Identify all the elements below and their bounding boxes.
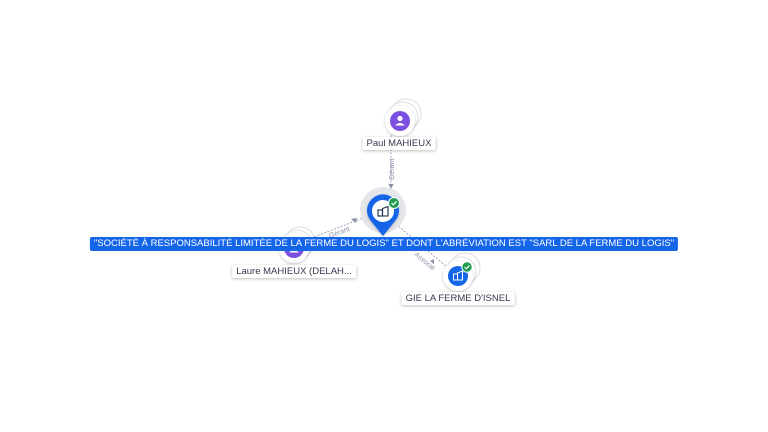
node-label-gie[interactable]: GIE LA FERME D'ISNEL — [401, 292, 515, 305]
company-icon — [377, 205, 389, 217]
company-icon — [453, 270, 463, 281]
edge-label-paul: Gérant — [389, 159, 396, 180]
person-icon — [395, 115, 405, 126]
node-paul[interactable] — [385, 98, 422, 136]
node-label-paul[interactable]: Paul MAHIEUX — [362, 137, 436, 150]
verified-icon — [461, 261, 473, 273]
node-label-main[interactable]: "SOCIÉTÉ À RESPONSABILITÉ LIMITÉE DE LA … — [89, 237, 679, 251]
verified-icon — [388, 197, 400, 209]
node-label-laure[interactable]: Laure MAHIEUX (DELAH... — [232, 265, 356, 278]
node-gie[interactable] — [443, 252, 481, 291]
edge-paul-main: Gérant — [388, 135, 396, 190]
node-main[interactable] — [360, 187, 406, 236]
